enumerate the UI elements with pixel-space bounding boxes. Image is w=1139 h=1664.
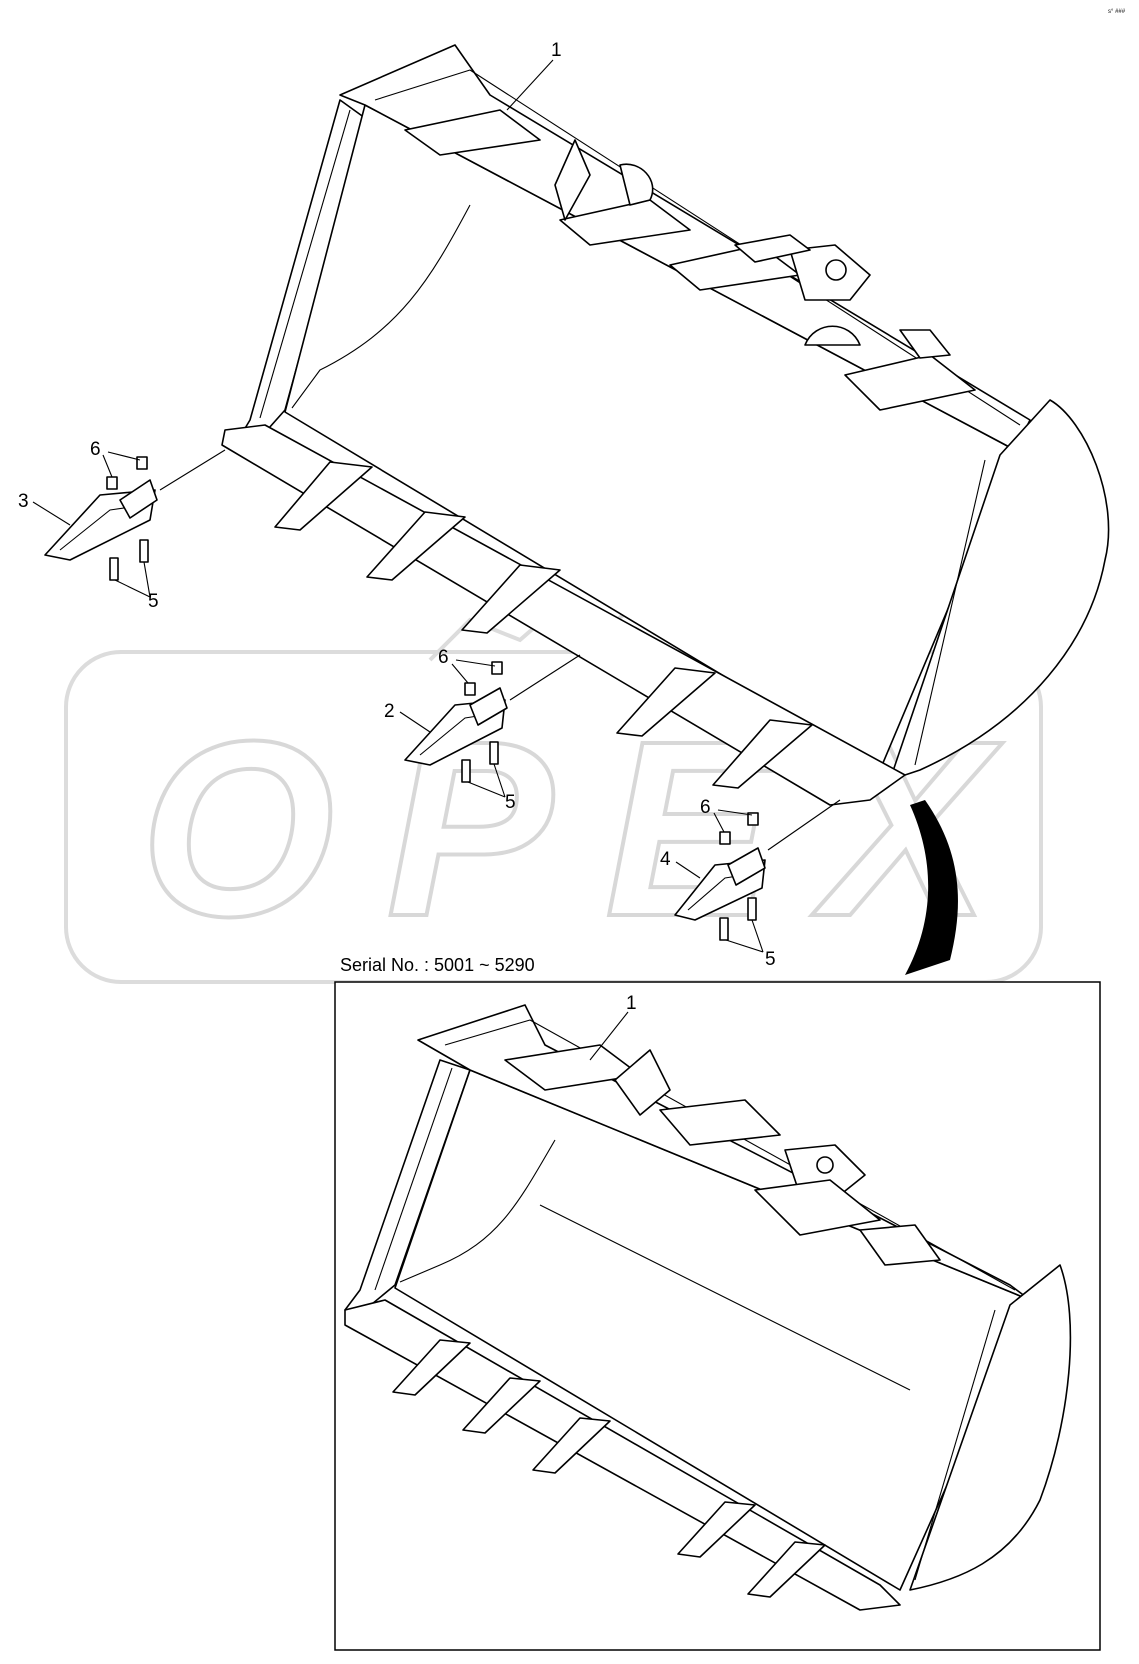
serial-inset: Serial No. : 5001 ~ 5290 1: [334, 955, 1101, 1651]
tooth-2-assembly: [404, 654, 581, 783]
tooth-3-assembly: [44, 449, 226, 581]
callout-6-middle: 6: [438, 647, 449, 668]
callout-4: 4: [660, 849, 671, 870]
serial-number-label: Serial No. : 5001 ~ 5290: [340, 955, 535, 975]
main-bucket-teeth: [274, 461, 813, 789]
callout-1: 1: [551, 40, 562, 61]
callout-2: 2: [384, 701, 395, 722]
callout-6-right: 6: [700, 797, 711, 818]
corner-mark: s° ###: [1108, 9, 1126, 15]
main-callouts: 1 6 3 5 6 2 5 6 4 5: [18, 40, 776, 970]
callout-3: 3: [18, 491, 29, 512]
callout-5-middle: 5: [505, 792, 516, 813]
tooth-4-assembly: [674, 799, 841, 941]
callout-6-left: 6: [90, 439, 101, 460]
callout-5-right: 5: [765, 949, 776, 970]
inset-teeth: [392, 1339, 826, 1598]
main-bucket: [221, 44, 1110, 975]
callout-5-left: 5: [148, 591, 159, 612]
inset-callout-1: 1: [626, 993, 637, 1014]
